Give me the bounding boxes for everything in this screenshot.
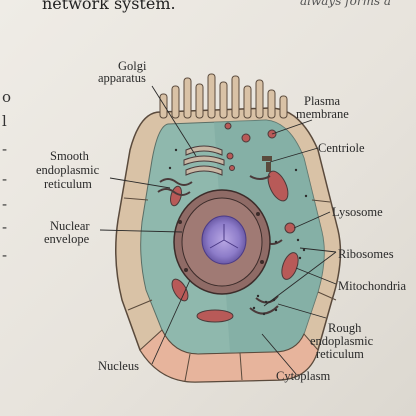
leader-lines [99, 85, 337, 375]
label-rough-1: Rough [328, 321, 362, 335]
margin-text-7: - [2, 246, 8, 264]
label-lysosome: Lysosome [332, 205, 383, 219]
label-plasma-2: membrane [296, 107, 349, 121]
microvilli [159, 73, 288, 119]
smooth-endoplasmic-reticulum [157, 175, 271, 196]
label-centriole: Centriole [318, 141, 365, 155]
lysosome-2 [241, 133, 251, 143]
label-smooth-2: endoplasmic [36, 163, 100, 177]
label-smooth-1: Smooth [50, 149, 90, 163]
lysosome-4 [224, 122, 232, 130]
label-golgi-1: Golgi [118, 59, 147, 73]
golgi-apparatus [183, 145, 235, 176]
label-mitochondria: Mitochondria [338, 279, 406, 293]
page-top-text: network system. [42, 0, 176, 13]
diagram-labels: Golgi apparatus Plasma membrane Smooth e… [36, 59, 406, 383]
label-rough-3: reticulum [316, 347, 364, 361]
lysosome [284, 222, 296, 234]
membrane-bottom-band [139, 329, 319, 383]
margin-text-5: - [2, 195, 8, 213]
margin-text-1: o [2, 88, 12, 106]
mitochondria [170, 170, 299, 323]
nucleus [173, 189, 271, 295]
margin-text-3: - [2, 140, 8, 158]
label-nuclear-1: Nuclear [50, 219, 90, 233]
label-golgi-2: apparatus [98, 71, 146, 85]
margin-text-4: - [2, 170, 8, 188]
centriole [262, 156, 272, 172]
margin-text-6: - [2, 218, 8, 236]
label-nucleus: Nucleus [98, 359, 139, 373]
label-ribosomes: Ribosomes [338, 247, 394, 261]
label-cytoplasm: Cytoplasm [276, 369, 330, 383]
margin-text-2: l [2, 112, 7, 130]
label-plasma-1: Plasma [304, 94, 341, 108]
page-top-right-text: always forms a [300, 0, 392, 8]
label-smooth-3: reticulum [44, 177, 92, 191]
organelles [157, 122, 308, 323]
label-nuclear-2: envelope [44, 232, 90, 246]
label-rough-2: endoplasmic [310, 334, 374, 348]
